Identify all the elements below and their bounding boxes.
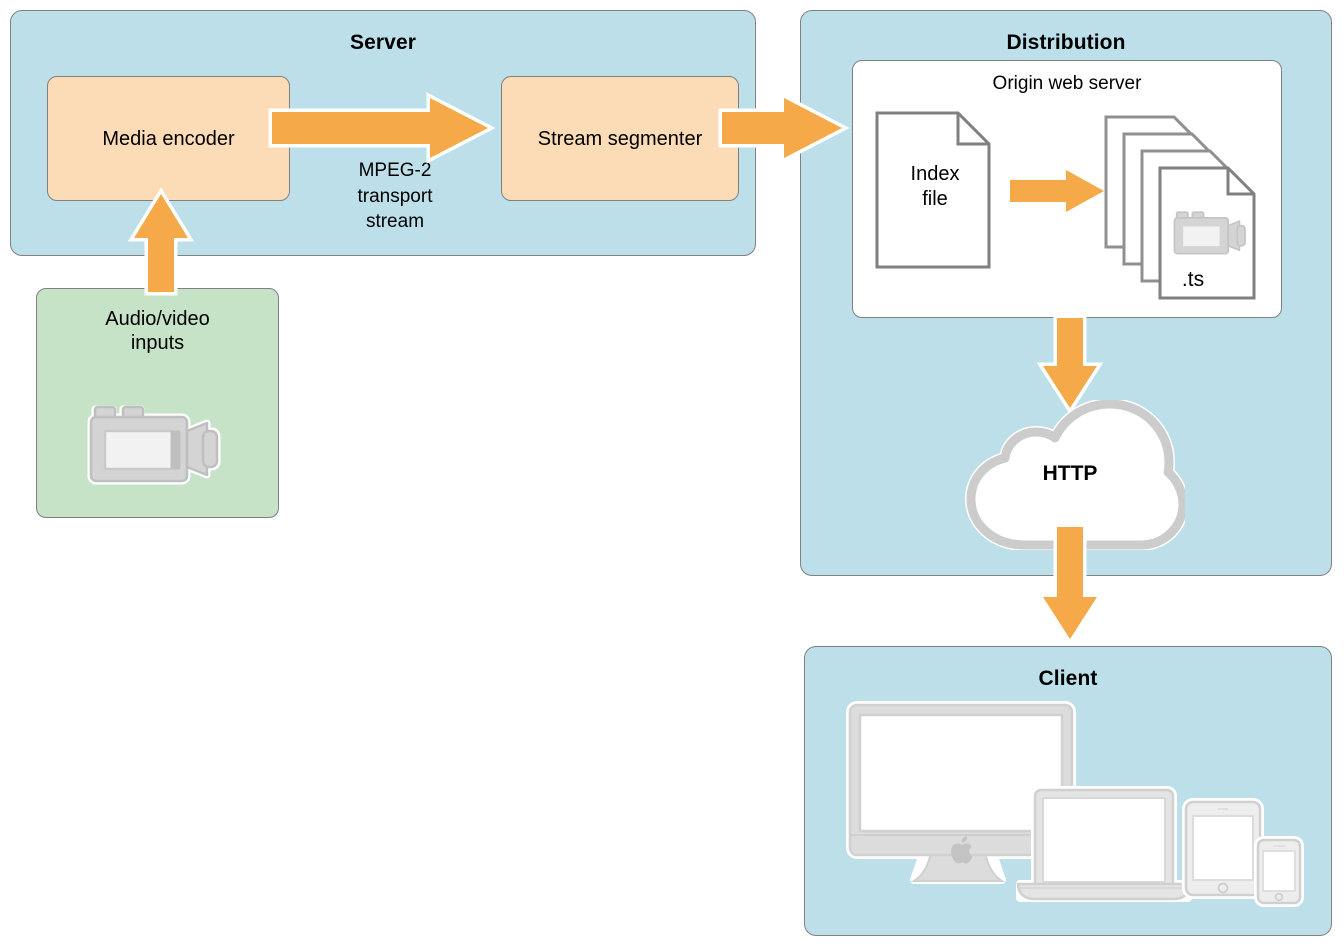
panel-server-title: Server — [350, 31, 416, 54]
macbook-laptop-icon — [1016, 786, 1192, 902]
iphone-smartphone-icon — [1254, 836, 1304, 907]
box-origin-web-server-label: Origin web server — [992, 73, 1142, 94]
ts-segment-stack: .ts — [1104, 115, 1264, 300]
client-devices-group — [840, 695, 1310, 910]
arrow-segmenter-to-origin — [718, 92, 850, 164]
box-media-encoder-label: Media encoder — [102, 127, 235, 150]
cloud-icon: HTTP — [955, 398, 1189, 551]
panel-server: Server Media encoder Stream segmenter MP… — [10, 10, 756, 256]
ipad-tablet-icon — [1182, 798, 1264, 899]
box-stream-segmenter-label: Stream segmenter — [537, 127, 703, 150]
ts-extension-label: .ts — [1181, 268, 1205, 291]
index-file-label: Index file — [910, 163, 960, 210]
arrow-encoder-to-segmenter — [268, 92, 496, 164]
camcorder-icon — [83, 387, 233, 495]
index-file-document: Index file — [874, 110, 996, 270]
arrow-origin-to-cloud — [1036, 314, 1104, 415]
panel-distribution-title: Distribution — [1006, 31, 1126, 54]
box-media-encoder[interactable]: Media encoder — [47, 76, 290, 201]
arrow-inputs-to-encoder — [127, 187, 195, 296]
arrow-cloud-to-client — [1036, 523, 1104, 646]
panel-client-title: Client — [1038, 667, 1098, 690]
label-mpeg-transport-stream: MPEG-2 transport stream — [357, 160, 433, 233]
box-audio-video-inputs-label: Audio/video inputs — [105, 308, 210, 354]
box-stream-segmenter[interactable]: Stream segmenter — [501, 76, 739, 201]
box-audio-video-inputs[interactable]: Audio/video inputs — [36, 288, 279, 518]
arrow-indexfile-to-ts — [1010, 170, 1104, 212]
imac-desktop-icon — [846, 701, 1076, 884]
